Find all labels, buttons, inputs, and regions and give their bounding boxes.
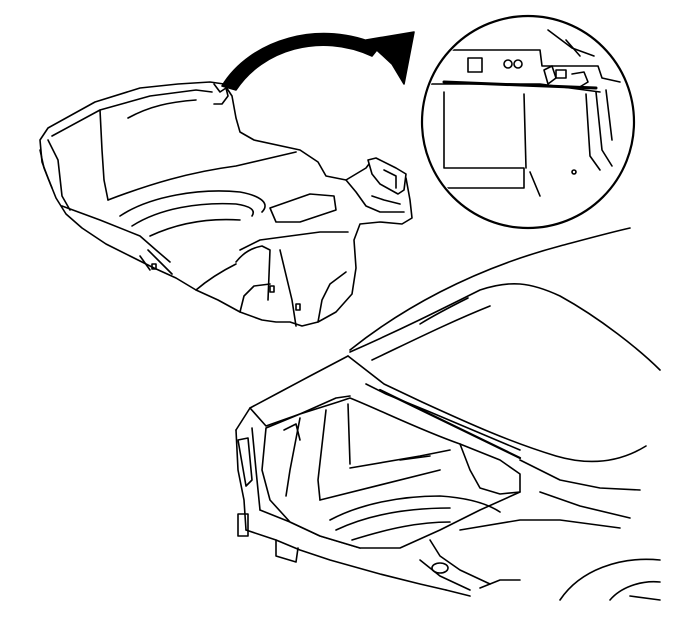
center-seam-2 xyxy=(139,255,151,271)
direction-arrow xyxy=(221,31,415,91)
trunk-back-wall-2 xyxy=(317,409,327,501)
panel-right-edge xyxy=(585,93,601,171)
wheel-arch-right-3 xyxy=(629,595,661,601)
roof-line xyxy=(349,227,631,351)
left-corner-tab xyxy=(213,83,229,105)
spare-well-body xyxy=(329,495,501,521)
right-wall-inner xyxy=(345,179,405,213)
bracket-round-hole xyxy=(513,59,523,69)
back-wall-inner xyxy=(99,109,109,201)
right-wall-crease xyxy=(371,195,401,205)
left-tail-lamp xyxy=(237,437,253,487)
trunk-floor-edge-2 xyxy=(349,449,451,469)
clip-body-right xyxy=(571,71,589,89)
top-edge-detail-2 xyxy=(565,39,581,57)
right-box-top xyxy=(269,193,337,223)
left-wall-fold xyxy=(47,139,71,211)
bracket-thick-line xyxy=(442,80,598,90)
spare-well-body-3 xyxy=(351,521,451,541)
trunk-opening xyxy=(261,397,521,549)
trunk-back-wall xyxy=(285,417,301,497)
bottom-cutoff xyxy=(445,589,471,597)
back-wall-edge xyxy=(51,89,213,137)
back-wall-crease xyxy=(127,99,197,119)
lower-rim xyxy=(239,283,271,313)
left-tail-bracket xyxy=(237,513,249,537)
panel-right-edge-2 xyxy=(595,91,613,167)
rear-window-inner xyxy=(371,305,491,361)
trunk-floor-edge xyxy=(319,469,441,501)
quarter-panel-right-2 xyxy=(539,491,631,519)
rear-window-outer xyxy=(349,282,661,371)
trunk-floor-edge-3 xyxy=(399,455,431,461)
trunk-right-wall xyxy=(459,443,521,495)
fastener-mark xyxy=(269,285,275,293)
callout-circle xyxy=(420,14,636,230)
right-box-face-2 xyxy=(279,249,297,327)
bracket-round-hole xyxy=(503,59,513,69)
trunk-lid-edge xyxy=(347,355,647,463)
floor-front-edge xyxy=(107,151,297,201)
detail-callout xyxy=(420,14,636,230)
arrow-shaft xyxy=(221,32,381,91)
left-tail-face xyxy=(235,429,247,531)
wheel-arch-right-2 xyxy=(609,580,661,601)
spare-well-inner xyxy=(131,202,254,227)
quarter-panel-right xyxy=(519,459,641,491)
spare-well-floor xyxy=(149,218,241,237)
right-box-front xyxy=(239,231,349,251)
left-wall-fold-2 xyxy=(39,149,53,189)
left-tail-face-2 xyxy=(251,427,261,511)
vehicle-rear-body xyxy=(235,227,661,601)
left-tail-outer xyxy=(235,355,349,431)
rear-window-trim xyxy=(419,297,469,325)
right-tab-slot xyxy=(383,169,397,189)
clip-body xyxy=(543,65,557,85)
bumper-block xyxy=(275,539,299,563)
bracket-square-hole xyxy=(467,57,483,73)
quarter-panel-right-3 xyxy=(459,519,621,531)
callout-detail xyxy=(424,29,621,197)
lower-frame-rail-2 xyxy=(419,559,471,591)
trunk-lid-seal xyxy=(378,388,522,460)
trunk-back-wall-3 xyxy=(347,403,351,465)
spare-well-body-2 xyxy=(335,507,451,531)
panel-lower-curve xyxy=(529,171,541,197)
panel-fastener xyxy=(571,169,577,175)
panel-divider xyxy=(523,93,527,169)
trunk-trim-panel xyxy=(39,81,413,327)
panel-left-outline xyxy=(424,91,525,189)
exhaust-detail xyxy=(479,579,521,589)
arrow-head xyxy=(365,31,415,85)
lower-frame-rail xyxy=(429,539,491,585)
fastener-mark xyxy=(295,303,301,311)
fastener-mark xyxy=(151,263,157,270)
fuel-filler-neck xyxy=(431,562,449,574)
bracket-top xyxy=(424,49,621,83)
right-box-face xyxy=(235,245,271,301)
clip-square xyxy=(555,69,567,79)
center-seam xyxy=(147,249,173,275)
wheel-arch-right xyxy=(559,558,661,601)
panel-vertical-right xyxy=(605,89,613,141)
floor-lower-edge xyxy=(61,205,171,263)
trunk-left-side xyxy=(283,423,301,441)
lower-rim-2 xyxy=(317,271,347,323)
spare-well-rim xyxy=(119,190,266,217)
right-box-lower xyxy=(195,263,237,291)
